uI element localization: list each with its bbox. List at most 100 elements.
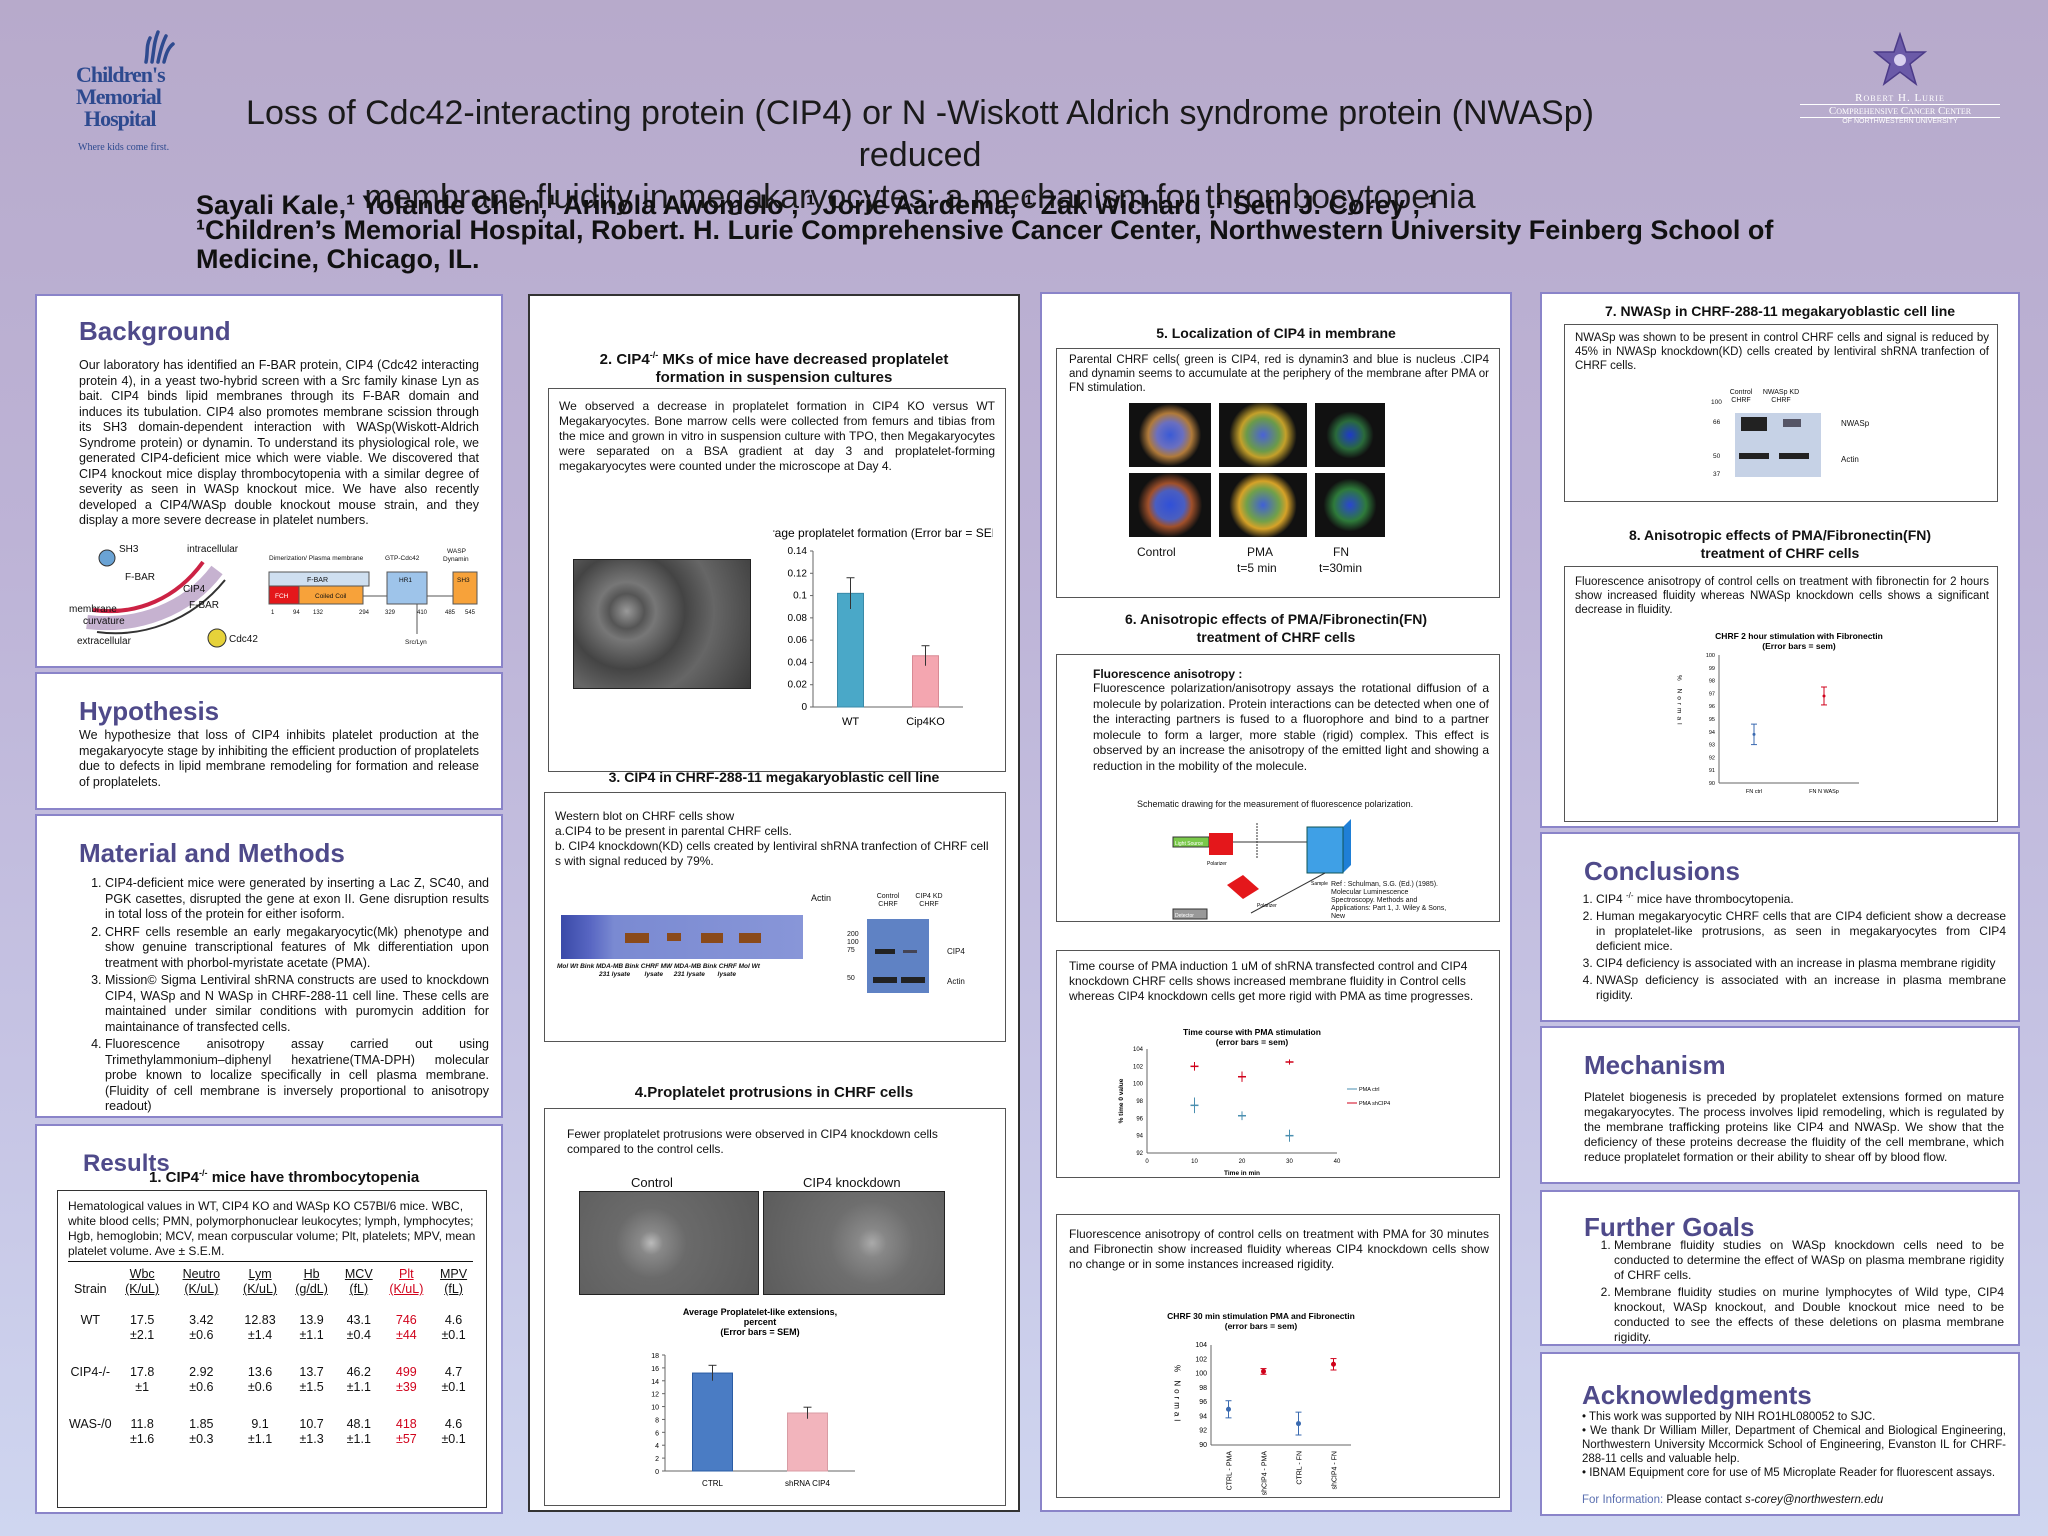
fig5-label-pma: PMA (1247, 545, 1274, 559)
fig7-lane1: Control CHRF (1729, 389, 1753, 404)
goal-item-2: Membrane fluidity studies on murine lymp… (1614, 1285, 2004, 1345)
chart-title-line: CHRF 30 min stimulation PMA and Fibronec… (1167, 1311, 1355, 1321)
bar (837, 592, 864, 708)
dom-num5: 329 (385, 610, 396, 616)
affiliation: ¹Children’s Memorial Hospital, Robert. H… (196, 216, 1773, 274)
fa-heading: Fluorescence anisotropy : (1093, 667, 1243, 681)
y-tick-label: 2 (655, 1456, 659, 1463)
acknowledgments-heading: Acknowledgments (1582, 1380, 1812, 1410)
y-tick-label: 10 (651, 1405, 659, 1412)
childrens-memorial-logo: Children's Memorial Hospital Where kids … (76, 28, 186, 158)
chart-title-line: percent (744, 1317, 777, 1327)
sem-cell: ±0.3 (189, 1432, 214, 1446)
confocal-fn-2 (1315, 473, 1385, 537)
col-neutro-label: Neutro (K/uL) (182, 1267, 221, 1296)
contact-label: For Information: (1582, 1494, 1664, 1506)
category-label: shRNA CIP4 (785, 1479, 830, 1488)
y-tick-label: 93 (1709, 743, 1715, 749)
fig3-line1: Western blot on CHRF cells show (555, 809, 735, 823)
cip4-membrane-diagram: SH3 intracellular F-BAR CIP4 F-BAR membr… (69, 544, 258, 648)
diag-sh3: SH3 (119, 544, 139, 555)
table-row-sem: ±1.6±0.3±1.1±1.3±1.1±57±0.1 (66, 1432, 476, 1447)
y-tick-label: 90 (1709, 781, 1715, 787)
wb-blot (867, 919, 929, 993)
fig3-box: Western blot on CHRF cells show a.CIP4 t… (544, 792, 1006, 1042)
dom-dynamin: Dynamin (443, 556, 469, 563)
fig6-time-box: Time course of PMA induction 1 uM of shR… (1056, 950, 1500, 1178)
fig7-band-actin: Actin (1841, 455, 1859, 464)
y-tick-label: 0.06 (788, 635, 808, 646)
fig5-box: Parental CHRF cells( green is CIP4, red … (1056, 348, 1500, 598)
results-heading: Results (83, 1150, 170, 1177)
fig7-lane2: NWASp KD CHRF (1762, 389, 1800, 404)
sem-cell: ±2.1 (130, 1328, 155, 1342)
heme-table-box: Hematological values in WT, CIP4 KO and … (57, 1190, 487, 1508)
protrusion-chart: Average Proplatelet-like extensions,perc… (651, 1307, 855, 1488)
fig5-title: 5. Localization of CIP4 in membrane (1156, 325, 1396, 341)
gel-blot (561, 915, 803, 959)
dom-gtp: GTP-Cdc42 (385, 555, 420, 562)
fig3-text: Western blot on CHRF cells show a.CIP4 t… (555, 809, 995, 869)
hypothesis-text: We hypothesize that loss of CIP4 inhibit… (79, 728, 479, 789)
fig5-text: Parental CHRF cells( green is CIP4, red … (1069, 354, 1489, 394)
wb-mw-200: 200 (847, 931, 859, 938)
category-label: shCIP4 - FN (1332, 1451, 1339, 1490)
strain-cell: WAS-/0 (69, 1417, 112, 1431)
mean-cell: 13.7 (299, 1365, 324, 1379)
fig2-title-line1: 2. CIP4-/- MKs of mice have decreased pr… (599, 350, 949, 368)
mean-cell: 418 (395, 1417, 417, 1431)
cip4-domain-diagram: Dimerization/ Plasma membrane GTP-Cdc42 … (268, 548, 478, 646)
chart-title-line: Average Proplatelet-like extensions, (683, 1307, 837, 1317)
x-tick-label: 40 (1334, 1159, 1341, 1165)
col-wbc-label: Wbc (K/uL) (125, 1267, 160, 1296)
y-tick-label: 91 (1709, 768, 1715, 774)
strain-cell: CIP4-/- (70, 1365, 111, 1379)
fig2-text: We observed a decrease in proplatelet fo… (559, 399, 995, 473)
diag-fbar2: F-BAR (189, 600, 219, 611)
mean-cell: 1.85 (189, 1417, 214, 1431)
mean-cell: 2.92 (189, 1365, 214, 1379)
y-tick-label: 92 (1709, 755, 1715, 761)
contact-email[interactable]: s-corey@northwestern.edu (1745, 1494, 1884, 1506)
results-fig-title: 1. CIP4-/- mice have thrombocytopenia (149, 1168, 420, 1186)
sem-cell: ±0.1 (441, 1328, 466, 1342)
title-line1: Loss of Cdc42-interacting protein (CIP4)… (246, 94, 1594, 174)
fig7-mw-100: 100 (1711, 399, 1722, 406)
hypothesis-heading: Hypothesis (79, 696, 220, 726)
schem-pol1: Polarizer (1207, 861, 1227, 867)
confocal-grid (1129, 403, 1399, 539)
gel-lane-labels: Mol Wt Bink MDA-MB Bink CHRF MW MDA-MB B… (557, 963, 760, 970)
col-mpv-label: MPV (fL) (440, 1267, 468, 1296)
y-tick-label: 12 (651, 1392, 659, 1399)
category-label: CTRL - FN (1297, 1451, 1304, 1485)
heme-header-row: Strain Wbc (K/uL) Neutro (K/uL) Lym (K/u… (66, 1267, 476, 1297)
logo-tagline: Where kids come first. (78, 142, 170, 153)
col-plt-label: Plt (K/uL) (389, 1267, 424, 1296)
mechanism-heading: Mechanism (1584, 1050, 1726, 1080)
y-tick-label: 96 (1199, 1399, 1207, 1406)
time-text: Time course of PMA induction 1 uM of shR… (1069, 959, 1474, 1003)
conclusions-heading: Conclusions (1584, 856, 1741, 886)
fig6-title-line2: treatment of CHRF cells (1196, 629, 1356, 645)
sem-cell: ±0.6 (189, 1380, 214, 1394)
fig7-text: NWASp was shown to be present in control… (1575, 332, 1989, 372)
x-tick-label: 0 (1145, 1159, 1149, 1165)
x-tick-label: 20 (1239, 1159, 1246, 1165)
fn-2hr-chart: CHRF 2 hour stimulation with Fibronectin… (1676, 633, 1883, 795)
fig6-title: 6. Anisotropic effects of PMA/Fibronecti… (1042, 610, 1510, 646)
lurie-line3: of Northwestern University (1842, 118, 1958, 125)
y-axis-label: % time 0 value (1118, 1078, 1125, 1123)
diag-curvature: curvature (83, 616, 125, 627)
col-hb: Hb (g/dL) (287, 1267, 336, 1297)
y-tick-label: 96 (1709, 704, 1715, 710)
y-tick-label: 95 (1709, 717, 1715, 723)
col-wbc: Wbc (K/uL) (115, 1267, 170, 1297)
y-tick-label: 6 (655, 1430, 659, 1437)
conclusions-panel: Conclusions CIP4 -/- mice have thrombocy… (1540, 832, 2020, 1022)
dom-num3: 132 (313, 610, 324, 616)
sem-cell: ±1.1 (346, 1380, 371, 1394)
y-tick-label: 94 (1136, 1134, 1143, 1140)
